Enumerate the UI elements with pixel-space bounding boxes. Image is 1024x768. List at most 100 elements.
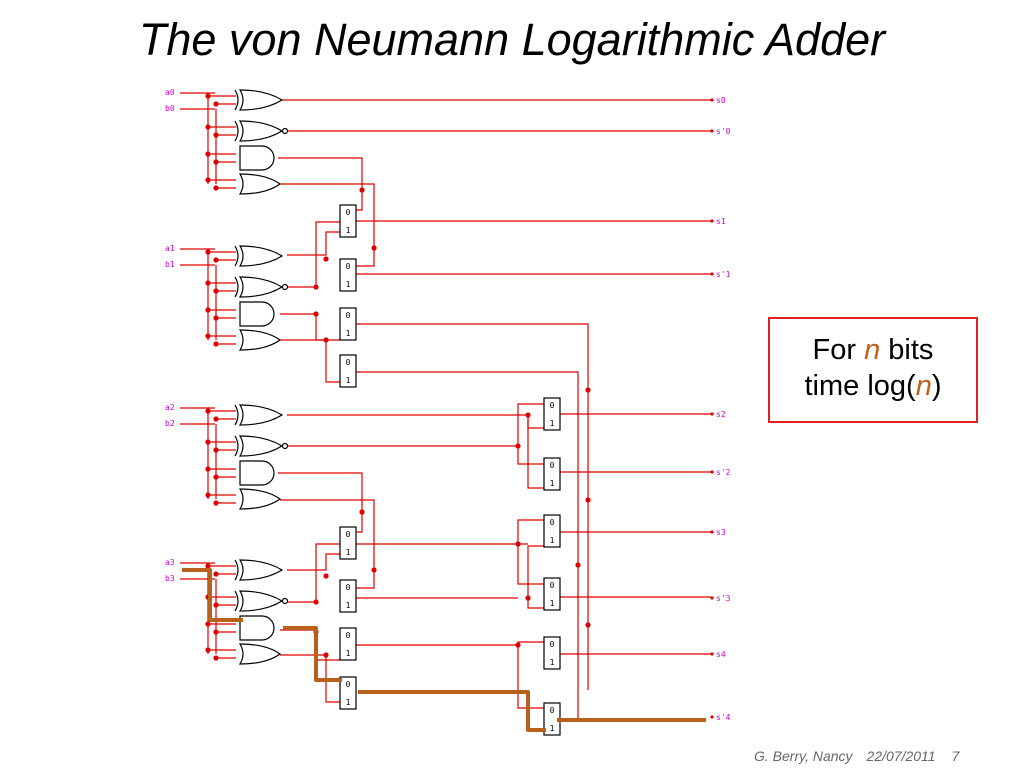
output-label-s1: s1	[716, 217, 726, 226]
mux-label-0: 0	[550, 518, 555, 527]
footer-page-number: 7	[951, 748, 960, 764]
data-wire	[287, 231, 340, 256]
mux-label-1: 1	[346, 601, 351, 610]
logic-gates	[234, 89, 289, 665]
input-label-b0: b0	[165, 104, 175, 113]
output-label-s4: s4	[716, 650, 726, 659]
mux-label-0: 0	[550, 581, 555, 590]
mux-s4: 01	[543, 636, 561, 670]
output-label-s0: s0	[716, 96, 726, 105]
mux-label-1: 1	[550, 419, 555, 428]
output-label-s3: s3	[716, 528, 726, 537]
output-label-sp3: s'3	[716, 594, 731, 603]
output-pin	[710, 219, 714, 223]
mux-b3-sp: 01	[339, 579, 357, 613]
mux-label-0: 0	[550, 401, 555, 410]
critical-path-segment-3	[358, 690, 546, 732]
mux-s4p: 01	[543, 702, 561, 736]
junction-dot	[525, 595, 531, 601]
data-wire	[517, 645, 544, 709]
junction-dot	[525, 412, 531, 418]
junction-dot	[585, 622, 591, 628]
junction-dot	[205, 563, 211, 569]
junction-dot	[323, 573, 329, 579]
junction-dot	[359, 187, 365, 193]
output-pin	[710, 272, 714, 276]
mux-label-0: 0	[550, 706, 555, 715]
mux-label-0: 0	[346, 208, 351, 217]
data-wire	[280, 339, 340, 383]
critical-path	[182, 568, 706, 732]
output-label-sp0: s'0	[716, 127, 731, 136]
junction-dot	[213, 629, 219, 635]
mux-label-1: 1	[550, 724, 555, 733]
mux-label-0: 0	[346, 358, 351, 367]
mux-s2p: 01	[543, 457, 561, 491]
junction-dots	[205, 93, 714, 719]
junction-dot	[585, 497, 591, 503]
carry-out	[356, 371, 579, 408]
and-gate	[239, 615, 275, 641]
slide-title: The von Neumann Logarithmic Adder	[138, 14, 886, 65]
data-wire	[517, 403, 544, 446]
mux-label-1: 1	[346, 226, 351, 235]
output-label-sp1: s'1	[716, 270, 731, 279]
junction-dot	[205, 124, 211, 130]
junction-dot	[205, 408, 211, 414]
junction-dot	[575, 562, 581, 568]
complexity-note: For n bits time log(n)	[768, 317, 978, 423]
output-label-sp2: s'2	[716, 468, 731, 477]
junction-dot	[213, 288, 219, 294]
junction-dot	[313, 284, 319, 290]
output-pin	[710, 412, 714, 416]
xnor-gate	[234, 276, 289, 298]
output-pin	[710, 715, 714, 719]
output-pin	[710, 652, 714, 656]
junction-dot	[205, 93, 211, 99]
input-label-b1: b1	[165, 260, 175, 269]
input-label-a3: a3	[165, 558, 175, 567]
data-wire	[517, 544, 544, 585]
xor-gate	[234, 89, 284, 111]
carry-rail	[278, 472, 363, 512]
note-variable-n: n	[864, 334, 881, 366]
and-gate	[239, 460, 275, 486]
footer-date: 22/07/2011	[866, 748, 936, 764]
junction-dot	[359, 509, 365, 515]
mux-label-0: 0	[346, 311, 351, 320]
output-label-sp4: s'4	[716, 713, 731, 722]
junction-dot	[313, 311, 319, 317]
junction-dot	[371, 245, 377, 251]
junction-dot	[205, 647, 211, 653]
junction-dot	[323, 652, 329, 658]
data-wire	[517, 519, 544, 544]
junction-dot	[213, 416, 219, 422]
data-wire	[517, 446, 544, 465]
mux-label-1: 1	[550, 479, 555, 488]
data-wire	[527, 415, 544, 429]
xor-gate	[234, 404, 284, 426]
critical-path-segment-2	[283, 626, 342, 682]
and-gate	[239, 301, 275, 327]
input-label-a1: a1	[165, 244, 175, 253]
junction-dot	[205, 307, 211, 313]
mux-label-0: 0	[346, 680, 351, 689]
junction-dot	[213, 315, 219, 321]
junction-dot	[213, 500, 219, 506]
mux-label-1: 1	[346, 329, 351, 338]
input-label-b3: b3	[165, 574, 175, 583]
junction-dot	[213, 257, 219, 263]
junction-dot	[205, 621, 211, 627]
critical-path-segment-1	[182, 568, 243, 622]
junction-dot	[515, 443, 521, 449]
junction-dot	[213, 447, 219, 453]
note-line-2: time log(n)	[804, 370, 942, 402]
data-wire	[527, 415, 544, 489]
xnor-gate	[234, 590, 289, 612]
mux-label-1: 1	[550, 536, 555, 545]
output-pin	[710, 98, 714, 102]
junction-dot	[213, 185, 219, 191]
mux-b3-c: 01	[339, 627, 357, 661]
mux-label-1: 1	[346, 376, 351, 385]
